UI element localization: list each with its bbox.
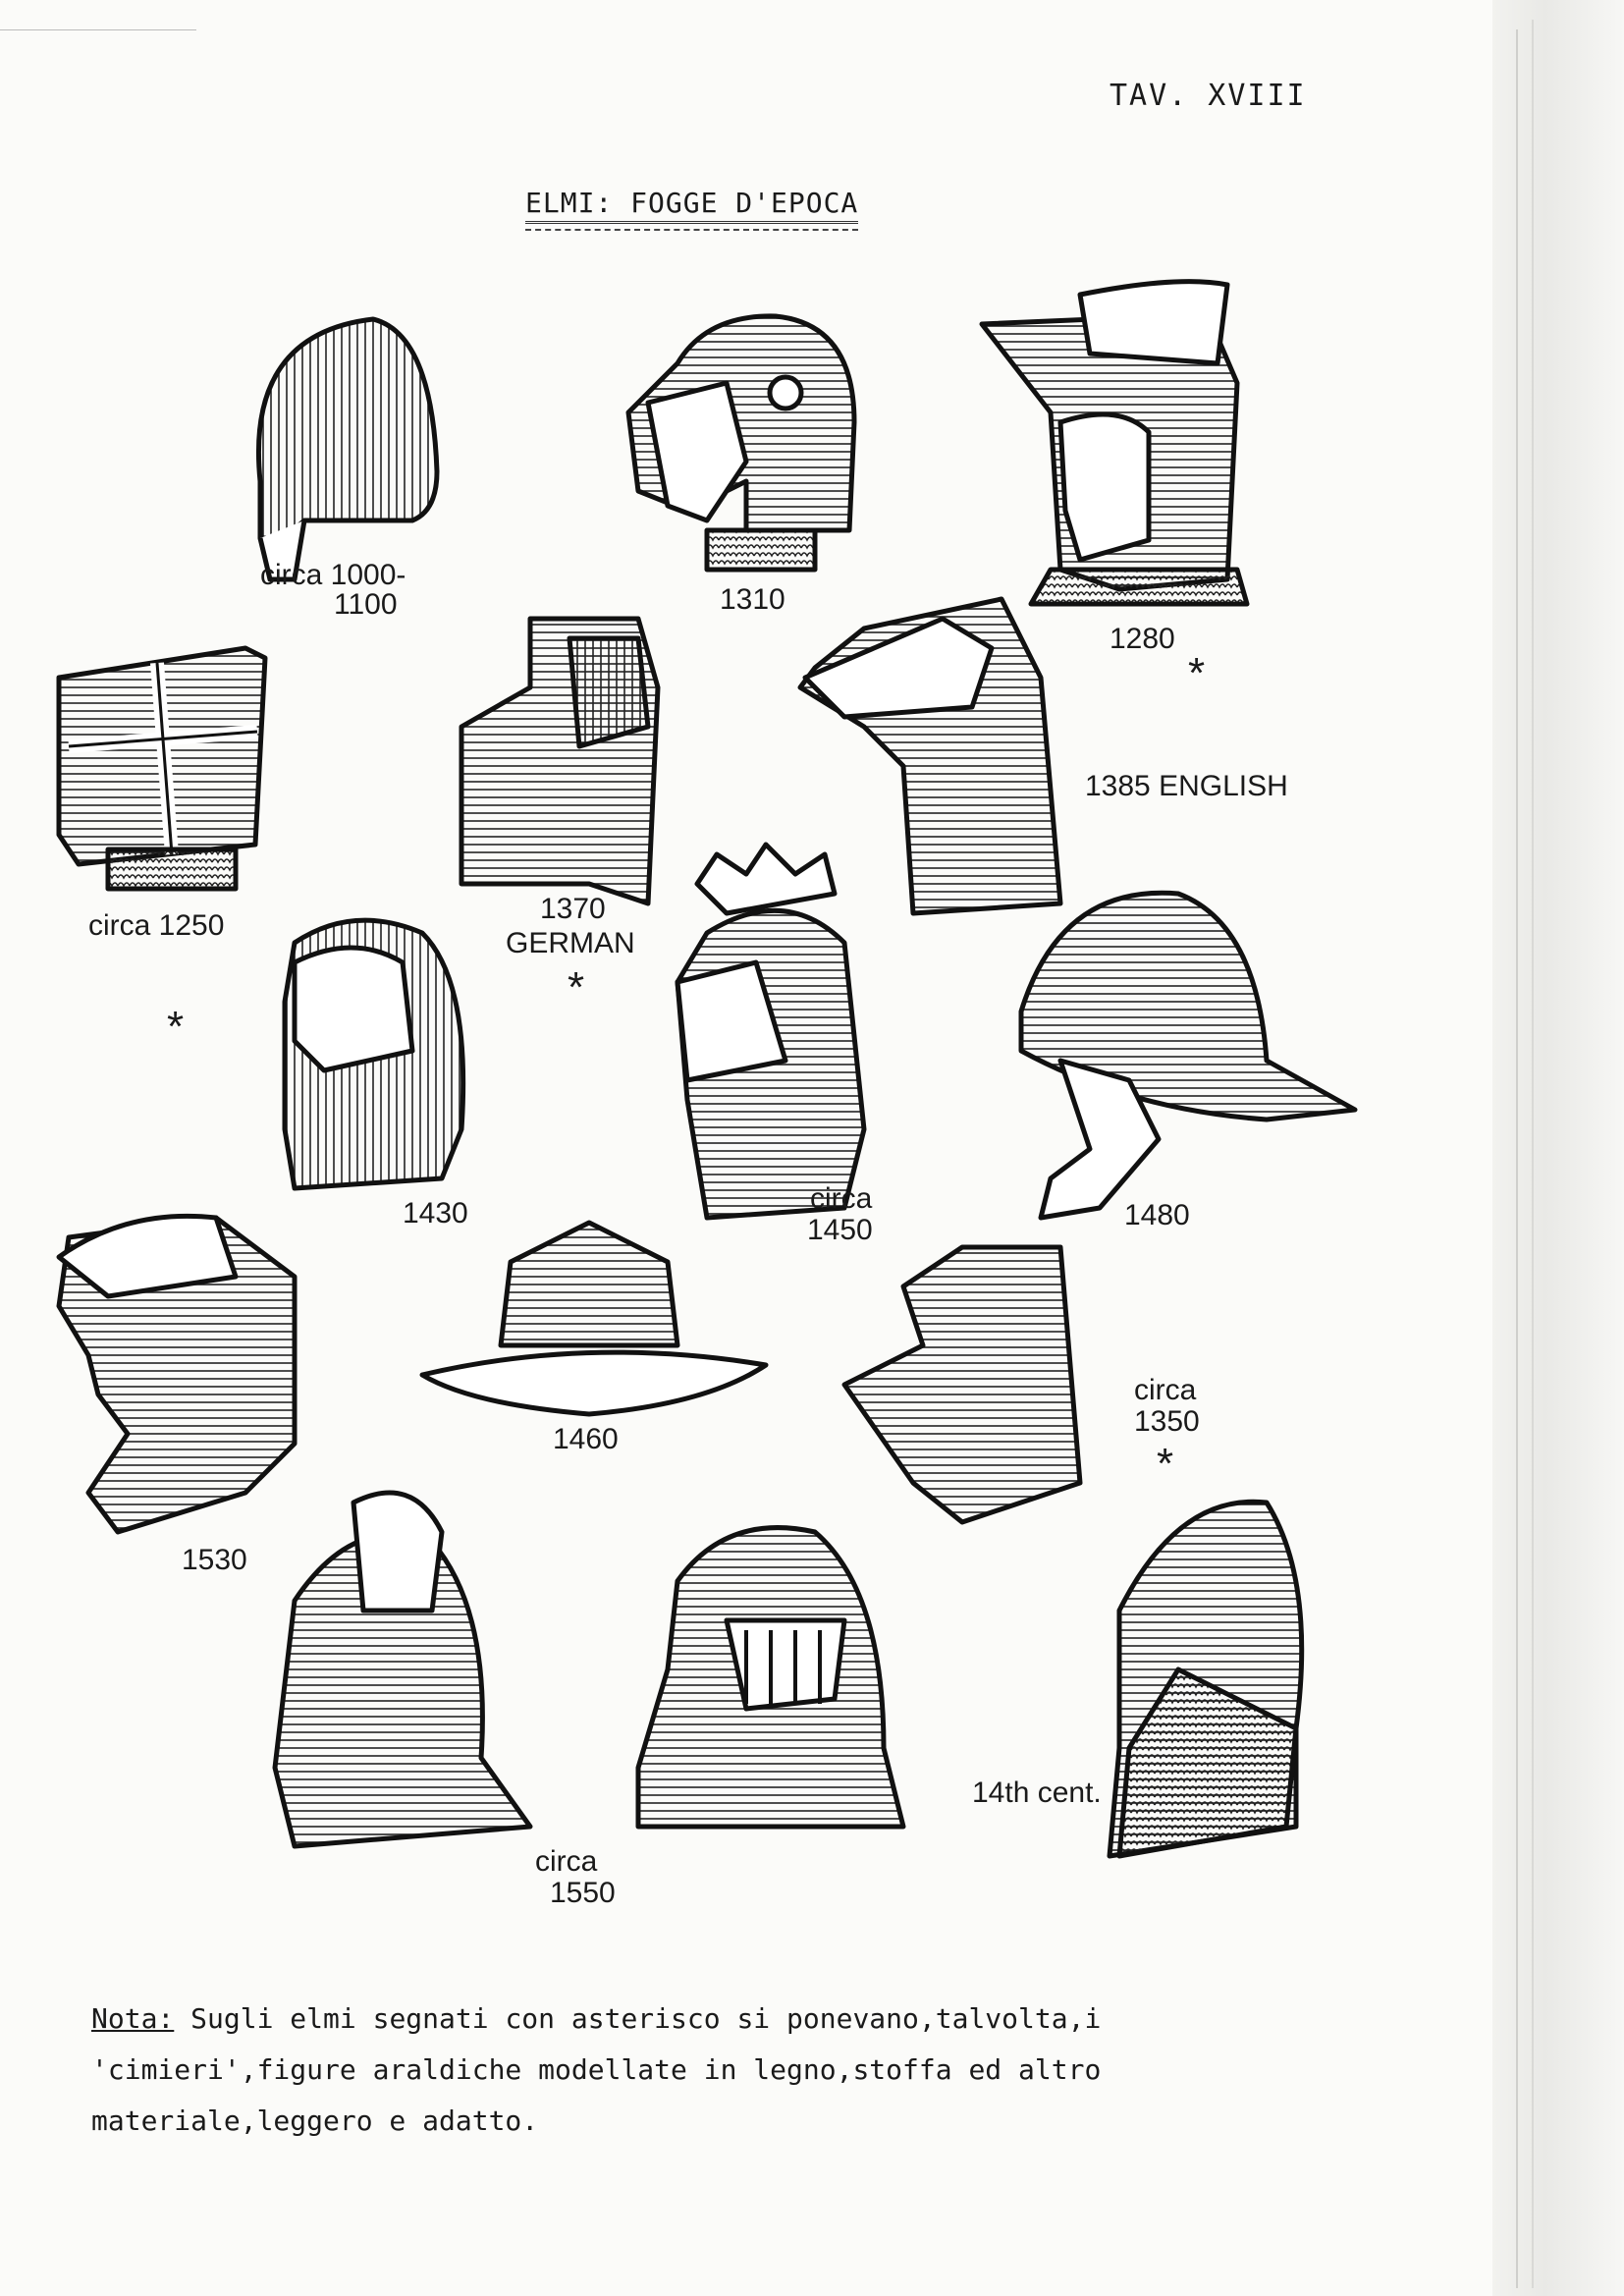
helmet-sallet-1480 bbox=[1018, 890, 1358, 1221]
helmet-1280 bbox=[979, 279, 1250, 607]
note-label: Nota: bbox=[91, 2002, 175, 2035]
helmet-1310 bbox=[625, 313, 857, 573]
helmet-close-1550 bbox=[272, 1490, 533, 1849]
caption-nasal-line1: circa 1000- bbox=[260, 559, 406, 591]
helmet-1385-english bbox=[797, 596, 1063, 916]
caption-1450-line2: 1450 bbox=[807, 1214, 873, 1246]
note-text: Sugli elmi segnati con asterisco si pone… bbox=[91, 2002, 1102, 2137]
helmet-14th-century bbox=[1107, 1499, 1305, 1859]
page-edge-line bbox=[1516, 29, 1518, 2288]
caption-1350-line1: circa bbox=[1134, 1374, 1197, 1406]
plate-number: TAV. XVIII bbox=[1110, 79, 1307, 113]
caption-1250: circa 1250 bbox=[88, 909, 224, 942]
page-title: ELMI: FOGGE D'EPOCA bbox=[525, 187, 859, 231]
helmet-nasal-1000 bbox=[256, 316, 440, 582]
asterisk-1370: * bbox=[568, 963, 584, 1011]
caption-1450-line1: circa bbox=[810, 1182, 873, 1215]
caption-14th: 14th cent. bbox=[972, 1777, 1102, 1809]
helmet-1370-german bbox=[459, 616, 661, 906]
caption-1385: 1385 ENGLISH bbox=[1085, 770, 1288, 802]
caption-1550-line1: circa bbox=[535, 1845, 598, 1878]
caption-1350-line2: 1350 bbox=[1134, 1405, 1200, 1438]
caption-1460: 1460 bbox=[553, 1423, 619, 1455]
helmet-1430 bbox=[282, 917, 466, 1191]
caption-1530: 1530 bbox=[182, 1544, 247, 1576]
captions: circa 1000- 1100 1310 1280 * circa 1250 … bbox=[88, 559, 1288, 1909]
caption-nasal-line2: 1100 bbox=[334, 588, 398, 621]
page-edge-shadow bbox=[1492, 0, 1624, 2296]
caption-1430: 1430 bbox=[403, 1197, 468, 1230]
caption-1480: 1480 bbox=[1124, 1199, 1190, 1231]
page-edge-line bbox=[1532, 20, 1534, 2288]
helmet-1530 bbox=[56, 1213, 298, 1535]
helmet-1450 bbox=[675, 842, 867, 1221]
caption-1310: 1310 bbox=[720, 583, 785, 616]
caption-1370-line2: GERMAN bbox=[506, 927, 635, 959]
asterisk-1250: * bbox=[167, 1003, 184, 1051]
caption-1370-line1: 1370 bbox=[540, 893, 606, 925]
note-paragraph: Nota: Sugli elmi segnati con asterisco s… bbox=[91, 1994, 1328, 2147]
scan-mark bbox=[0, 29, 196, 30]
helmet-kettle-1460 bbox=[419, 1220, 769, 1417]
helmet-bascinet-1350 bbox=[841, 1244, 1083, 1525]
asterisk-1350: * bbox=[1157, 1440, 1173, 1488]
helmet-great-1250 bbox=[56, 645, 268, 892]
asterisk-1280: * bbox=[1188, 649, 1205, 697]
helmet-barred-1550 bbox=[635, 1525, 906, 1830]
caption-1550-line2: 1550 bbox=[550, 1877, 616, 1909]
caption-1280: 1280 bbox=[1110, 623, 1175, 655]
